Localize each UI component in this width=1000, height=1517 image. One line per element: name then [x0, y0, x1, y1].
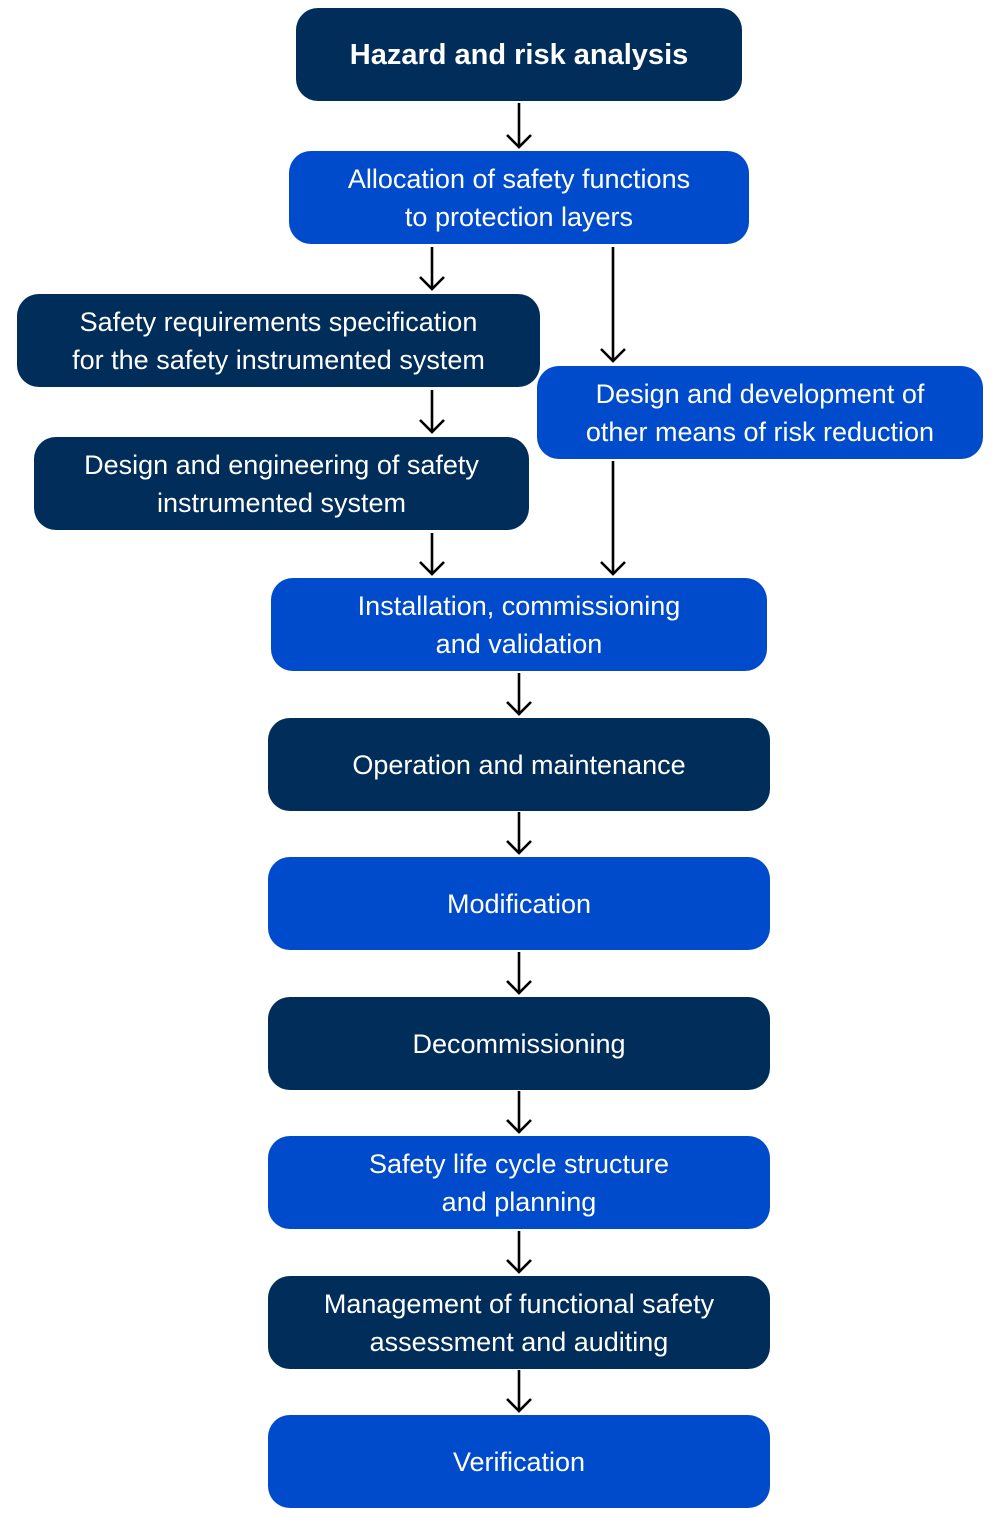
arrow-management-to-verification [506, 1370, 532, 1413]
step-label: Safety requirements specification for th… [72, 306, 485, 375]
arrow-hazard-to-allocation [506, 103, 532, 149]
step-allocation-safety-functions: Allocation of safety functions to protec… [289, 151, 749, 244]
arrow-other-means-to-installation [600, 461, 626, 576]
arrow-allocation-to-srs [419, 247, 445, 291]
step-verification: Verification [268, 1415, 770, 1508]
step-label: Hazard and risk analysis [349, 38, 689, 71]
arrow-installation-to-operation [506, 673, 532, 716]
arrow-operation-to-modification [506, 812, 532, 855]
step-label: Allocation of safety functions to protec… [347, 163, 691, 232]
step-modification: Modification [268, 857, 770, 950]
step-hazard-risk-analysis: Hazard and risk analysis [296, 8, 742, 101]
step-management-functional-safety: Management of functional safety assessme… [268, 1276, 770, 1369]
arrow-modification-to-decommissioning [506, 952, 532, 995]
step-label: Verification [452, 1446, 586, 1477]
step-label: Management of functional safety assessme… [323, 1288, 715, 1357]
step-safety-life-cycle-planning: Safety life cycle structure and planning [268, 1136, 770, 1229]
step-label: Installation, commissioning and validati… [357, 590, 681, 659]
step-installation-commissioning-validation: Installation, commissioning and validati… [271, 578, 767, 671]
arrow-allocation-to-other-means [600, 247, 626, 363]
step-label: Decommissioning [412, 1028, 626, 1059]
step-design-engineering-sis: Design and engineering of safety instrum… [34, 437, 529, 530]
step-operation-maintenance: Operation and maintenance [268, 718, 770, 811]
step-label: Design and engineering of safety instrum… [84, 449, 479, 518]
step-safety-requirements-specification: Safety requirements specification for th… [17, 294, 540, 387]
arrow-lifecycle-to-management [506, 1231, 532, 1274]
step-label: Operation and maintenance [352, 749, 686, 780]
step-decommissioning: Decommissioning [268, 997, 770, 1090]
step-label: Design and development of other means of… [585, 378, 935, 447]
arrow-srs-to-design-sis [419, 390, 445, 434]
step-label: Modification [446, 888, 592, 919]
step-label: Safety life cycle structure and planning [368, 1148, 670, 1217]
step-other-means-risk-reduction: Design and development of other means of… [537, 366, 983, 459]
arrow-design-sis-to-installation [419, 533, 445, 576]
arrow-decommissioning-to-lifecycle [506, 1091, 532, 1134]
